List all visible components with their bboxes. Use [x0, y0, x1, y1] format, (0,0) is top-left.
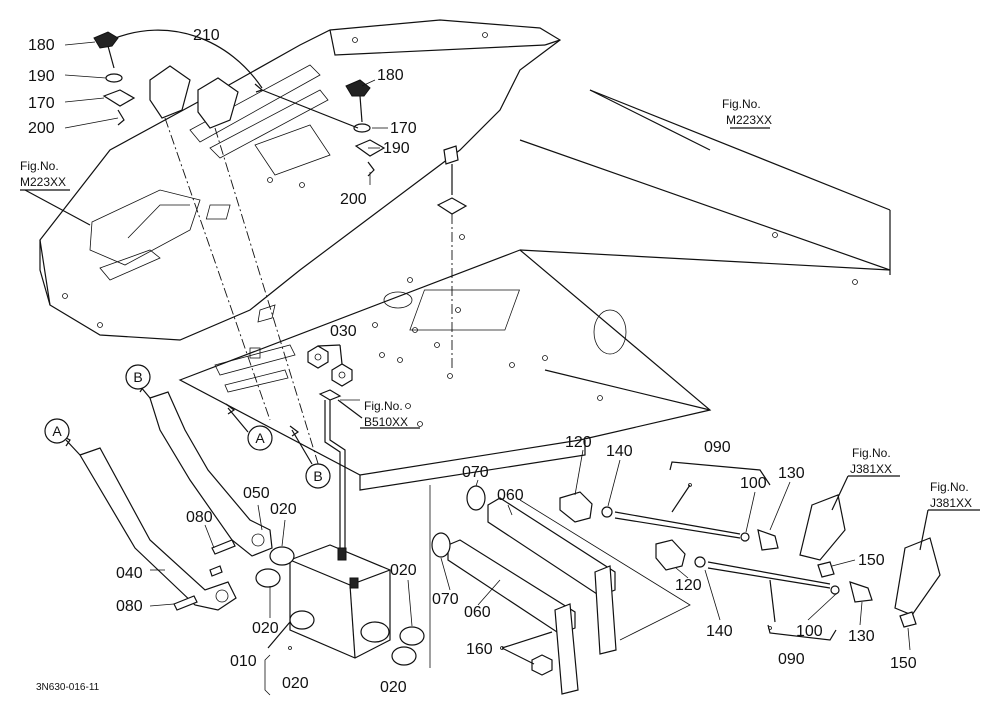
label-180b: 180	[377, 67, 404, 84]
fig-ref-j381xx-upper: Fig.No. J381XX	[850, 446, 892, 476]
svg-text:J381XX: J381XX	[930, 496, 972, 510]
nuts-160	[501, 631, 553, 676]
rod-assembly-upper	[559, 461, 846, 561]
label-020a: 020	[270, 501, 297, 518]
label-200b: 200	[340, 191, 367, 208]
label-100b: 100	[796, 623, 823, 640]
rod-assembly-lower	[655, 537, 941, 641]
svg-text:Fig.No.: Fig.No.	[364, 399, 403, 413]
svg-text:B: B	[313, 468, 322, 484]
label-210: 210	[193, 27, 220, 44]
callout-a-lower: A	[225, 403, 273, 451]
label-190b: 190	[383, 140, 410, 157]
svg-text:A: A	[52, 423, 62, 439]
label-090a: 090	[704, 439, 731, 456]
label-030: 030	[330, 323, 357, 340]
label-180a: 180	[28, 37, 55, 54]
label-120a: 120	[565, 434, 592, 451]
svg-text:B: B	[133, 369, 142, 385]
bracket-010	[289, 544, 391, 659]
label-150a: 150	[858, 552, 885, 569]
callout-a-upper: A	[44, 418, 70, 444]
label-170b: 170	[390, 120, 417, 137]
label-120b: 120	[675, 577, 702, 594]
pedal-pads	[109, 29, 264, 129]
svg-text:M223XX: M223XX	[20, 175, 66, 189]
label-060b: 060	[464, 604, 491, 621]
label-200a: 200	[28, 120, 55, 137]
callout-b-lower: B	[289, 425, 331, 489]
drawing-code: 3N630-016-11	[36, 682, 100, 693]
label-070b: 070	[432, 591, 459, 608]
knob-bolt-right	[261, 79, 386, 177]
lever-050	[135, 381, 273, 557]
label-070a: 070	[462, 464, 489, 481]
svg-text:Fig.No.: Fig.No.	[20, 159, 59, 173]
svg-text:Fig.No.: Fig.No.	[722, 97, 761, 111]
bushings-020	[255, 546, 425, 666]
label-190a: 190	[28, 68, 55, 85]
label-080b: 080	[116, 598, 143, 615]
svg-text:J381XX: J381XX	[850, 462, 892, 476]
label-140b: 140	[706, 623, 733, 640]
fig-ref-j381xx-lower: Fig.No. J381XX	[930, 480, 972, 510]
label-020d: 020	[390, 562, 417, 579]
label-150b: 150	[890, 655, 917, 672]
pins-080	[173, 539, 236, 611]
label-080a: 080	[186, 509, 213, 526]
shafts-060	[431, 485, 617, 695]
label-160: 160	[466, 641, 493, 658]
svg-text:Fig.No.: Fig.No.	[930, 480, 969, 494]
knob-bolt-left	[93, 31, 136, 126]
fig-ref-b510xx: Fig.No. B510XX	[364, 399, 408, 429]
svg-text:B510XX: B510XX	[364, 415, 408, 429]
label-100a: 100	[740, 475, 767, 492]
floor-bolt	[436, 145, 468, 370]
label-130b: 130	[848, 628, 875, 645]
fig-ref-m223xx-right: Fig.No. M223XX	[722, 97, 772, 127]
label-140a: 140	[606, 443, 633, 460]
label-020b: 020	[252, 620, 279, 637]
svg-text:M223XX: M223XX	[726, 113, 772, 127]
label-050: 050	[243, 485, 270, 502]
nuts-030	[307, 344, 360, 560]
svg-text:A: A	[255, 430, 265, 446]
label-130a: 130	[778, 465, 805, 482]
fig-ref-m223xx-left: Fig.No. M223XX	[20, 159, 70, 191]
label-040: 040	[116, 565, 143, 582]
label-170a: 170	[28, 95, 55, 112]
floor-panel	[39, 19, 891, 491]
label-020c: 020	[282, 675, 309, 692]
label-060a: 060	[497, 487, 524, 504]
callout-b-upper: B	[125, 364, 151, 390]
label-090b: 090	[778, 651, 805, 668]
label-010: 010	[230, 653, 257, 670]
svg-text:Fig.No.: Fig.No.	[852, 446, 891, 460]
part-number-labels: 180 190 170 200 210 180 170 190 200 030 …	[28, 27, 917, 696]
label-020e: 020	[380, 679, 407, 696]
